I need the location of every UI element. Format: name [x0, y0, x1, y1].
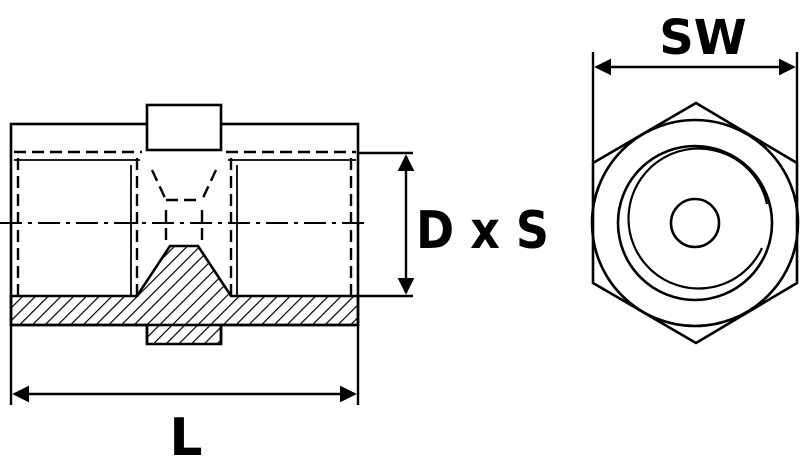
hex-boss [145, 103, 223, 152]
side-view [0, 103, 370, 346]
thread-circle [616, 144, 774, 302]
thread-hidden-lines [14, 150, 356, 296]
bore-circle [669, 197, 721, 249]
thread-partial-arc [627, 147, 769, 290]
section-hatching [9, 244, 360, 346]
hexagon-outline [591, 101, 799, 345]
width-across-flats-label: SW [659, 10, 747, 66]
length-label: L [169, 408, 202, 468]
thread-size-label: D x S [416, 201, 549, 261]
outer-chamfer-circle [590, 118, 800, 328]
dimension-thread-size [358, 151, 415, 298]
dimension-width-across-flats [591, 52, 799, 163]
front-view [590, 101, 800, 345]
dimension-length [9, 325, 360, 405]
